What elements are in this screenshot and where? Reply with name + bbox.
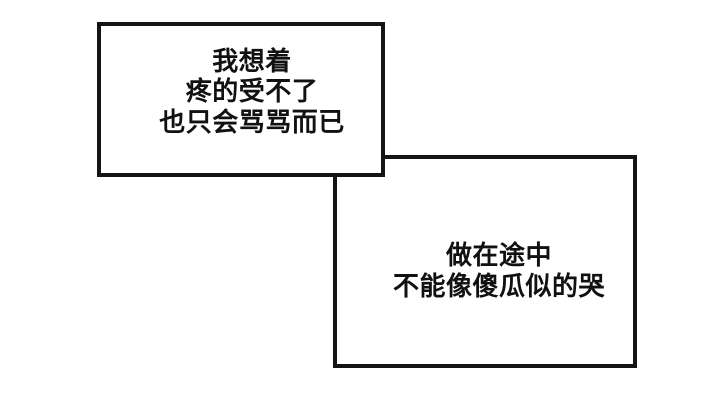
comic-panel-top-left: 我想着 疼的受不了 也只会骂骂而已: [97, 22, 385, 177]
panel-1-caption-line-2: 疼的受不了: [185, 77, 319, 108]
panel-1-caption-line-3: 也只会骂骂而已: [159, 107, 345, 138]
panel-1-caption: 我想着 疼的受不了 也只会骂骂而已: [159, 47, 345, 137]
comic-panel-bottom-right: 做在途中 不能像傻瓜似的哭: [333, 155, 637, 368]
panel-1-caption-line-1: 我想着: [212, 47, 292, 78]
panel-2-caption-line-1: 做在途中: [445, 241, 552, 272]
panel-2-caption-line-2: 不能像傻瓜似的哭: [392, 271, 605, 302]
panel-2-caption: 做在途中 不能像傻瓜似的哭: [393, 241, 605, 301]
